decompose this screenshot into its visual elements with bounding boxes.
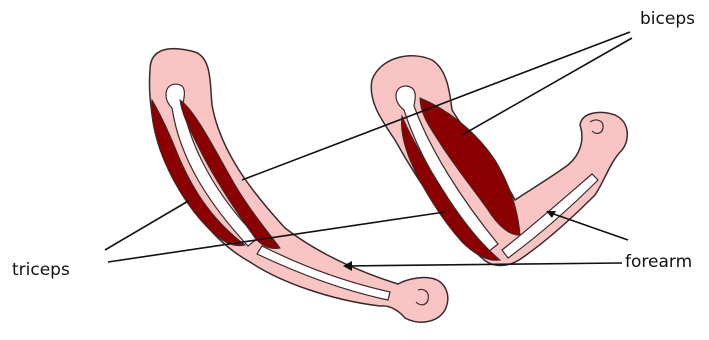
right-arm-bent <box>371 56 627 266</box>
triceps-leader-left <box>105 200 190 250</box>
triceps-label: triceps <box>12 260 70 280</box>
forearm-label: forearm <box>625 252 692 272</box>
forearm-leader-straight <box>345 263 622 266</box>
biceps-label: biceps <box>640 9 695 29</box>
